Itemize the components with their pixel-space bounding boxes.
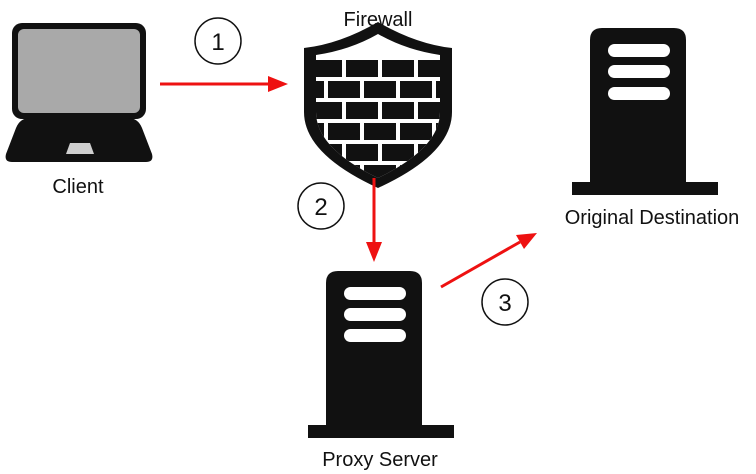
arrow-head [268, 76, 288, 92]
step-circle [481, 278, 529, 326]
brick [382, 144, 414, 161]
brick [418, 60, 440, 77]
firewall-label: Firewall [344, 9, 413, 31]
brick [316, 60, 342, 77]
brick [346, 144, 378, 161]
server-slot [608, 87, 670, 100]
arrow-shaft [440, 240, 521, 289]
arrow-head [366, 242, 382, 262]
server-slot [344, 308, 406, 321]
server-slot [344, 287, 406, 300]
brick [364, 81, 396, 98]
brick [436, 81, 440, 98]
arrow-firewall-to-proxy [366, 178, 382, 262]
firewall-shield-icon [304, 22, 452, 188]
brick [328, 123, 360, 140]
brick [382, 60, 414, 77]
proxy-label: Proxy Server [322, 449, 438, 471]
brick [400, 123, 432, 140]
arrow-client-to-firewall [160, 76, 288, 92]
step-2-number: 2 [314, 194, 327, 221]
server-tower-icon [308, 271, 454, 438]
server-slot [608, 65, 670, 78]
laptop-icon [5, 23, 153, 162]
brick [316, 102, 342, 119]
arrow-proxy-to-destination [440, 233, 537, 289]
step-3-number: 3 [498, 290, 511, 317]
step-circle [194, 17, 242, 65]
brick [364, 123, 396, 140]
step-1-marker: 1 [194, 17, 242, 65]
laptop-trackpad [66, 143, 94, 154]
destination-label: Original Destination [565, 207, 740, 229]
laptop-base [5, 118, 153, 162]
arrow-head [516, 233, 537, 249]
server-slot [608, 44, 670, 57]
brick [328, 81, 360, 98]
server-slot [344, 329, 406, 342]
step-circle [297, 182, 345, 230]
client-label: Client [52, 176, 104, 198]
server-tower-icon [572, 28, 718, 195]
brick [382, 102, 414, 119]
brick [316, 81, 324, 98]
step-2-marker: 2 [297, 182, 345, 230]
brick [400, 81, 432, 98]
brick [418, 102, 440, 119]
brick [346, 60, 378, 77]
brick [346, 102, 378, 119]
laptop-screen [18, 29, 140, 113]
step-3-marker: 3 [481, 278, 529, 326]
step-1-number: 1 [211, 29, 224, 56]
